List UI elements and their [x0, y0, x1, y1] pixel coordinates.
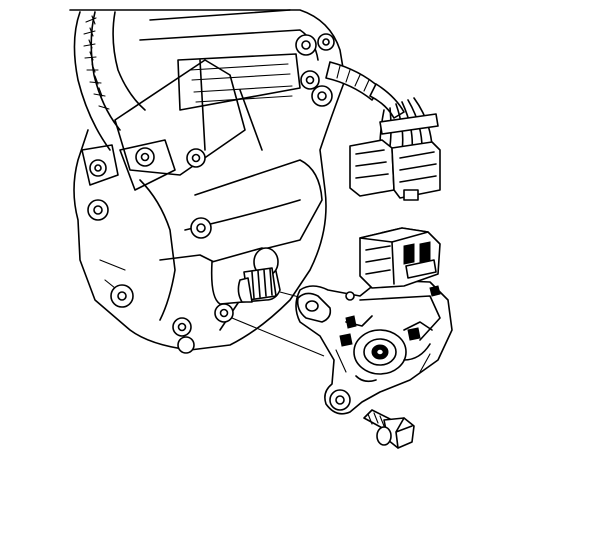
case-bolt-bosses [87, 33, 335, 354]
ring-gear-teeth [83, 15, 110, 110]
wiring-harness [325, 61, 439, 151]
manual-shaft [210, 247, 325, 357]
range-switch [295, 279, 453, 415]
mounting-bolt [363, 409, 415, 449]
range-switch-connector [359, 227, 441, 289]
transmission-case [69, 9, 346, 354]
flywheel-ring-gear [73, 11, 146, 151]
harness-connector [349, 139, 441, 201]
